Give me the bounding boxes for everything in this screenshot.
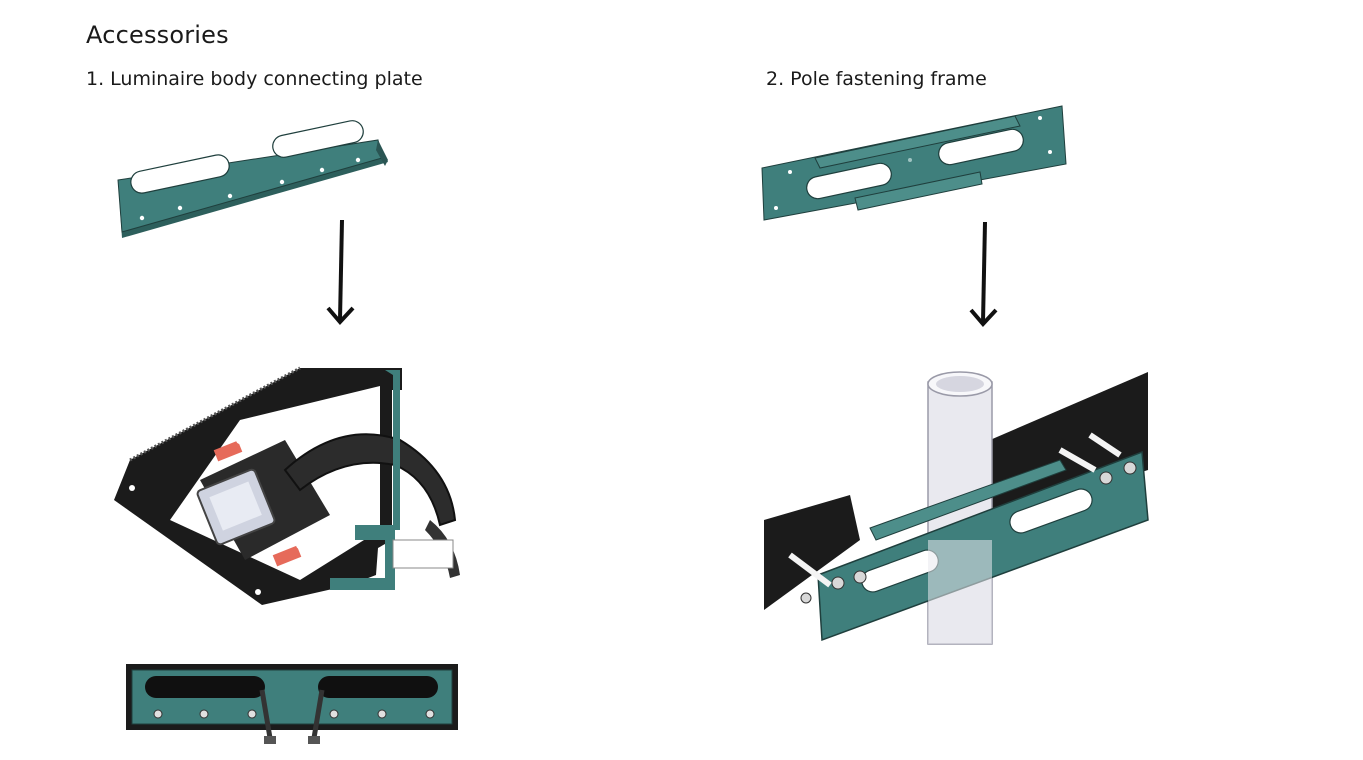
luminaire-bottom-view-image — [126, 664, 458, 744]
arrow-down-icon — [969, 221, 998, 328]
section-heading-connecting-plate: 1. Luminaire body connecting plate — [86, 68, 423, 90]
section-heading-pole-frame: 2. Pole fastening frame — [766, 68, 987, 90]
luminaire-section-image — [114, 366, 460, 605]
arrow-down-icon — [326, 219, 355, 326]
page-title: Accessories — [86, 21, 229, 49]
pole-frame-image — [761, 105, 1067, 221]
connecting-plate-image — [117, 120, 388, 238]
pole-mount-assembly-image — [764, 371, 1149, 645]
